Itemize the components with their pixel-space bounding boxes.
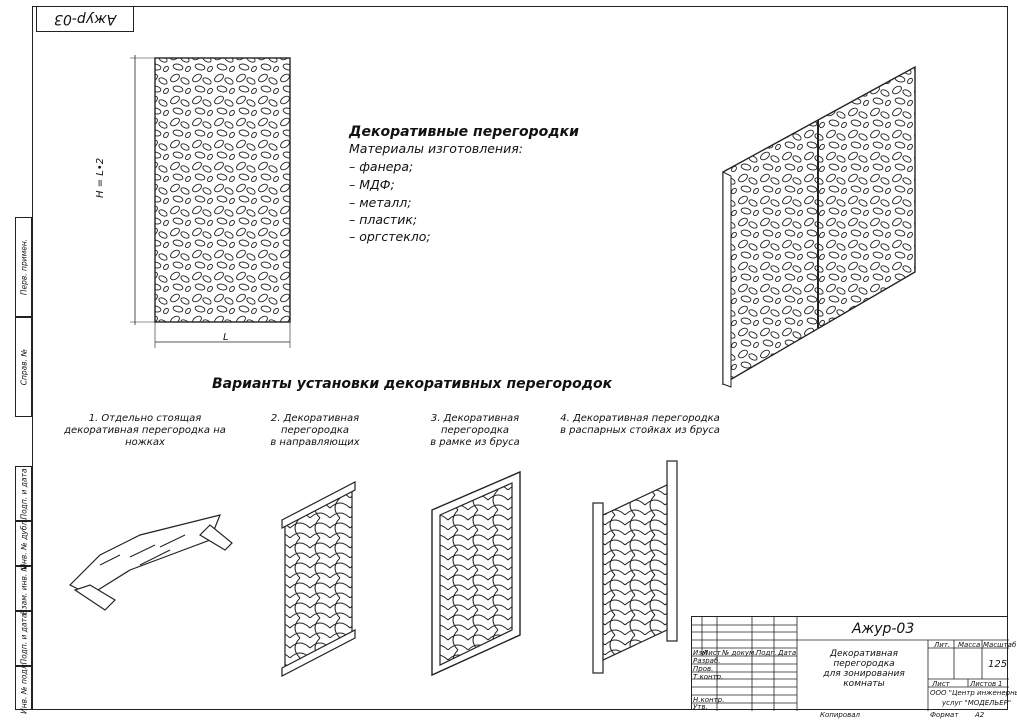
doc-code: Ажур-03 (852, 621, 915, 637)
side-box-podp2: Подп. и дата (15, 611, 32, 666)
col-izm: Изм (693, 649, 708, 657)
side-box-inv-dubl: Инв. № дубл. (15, 518, 32, 569)
drawing-frame (32, 6, 1008, 710)
org-line1: ООО "Центр инженерных (930, 689, 1017, 697)
materials-subheading: Материалы изготовления: (349, 141, 523, 156)
tkontr-label: Т.контр. (693, 673, 724, 681)
listov-value: 1 (998, 680, 1003, 688)
dimension-width: L (223, 332, 229, 343)
utv-label: Утв. (693, 703, 708, 711)
listov-label: Листов (970, 680, 997, 688)
side-box-perv: Перв. примен. (15, 217, 32, 317)
col-list: Лист (703, 649, 721, 657)
panel-isometric-view (722, 65, 916, 388)
side-box-inv-podl: Инв. № подл. (15, 662, 32, 714)
variants-heading: Варианты установки декоративных перегоро… (212, 376, 613, 392)
material-item: – фанера; (349, 159, 414, 174)
material-item: – пластик; (349, 212, 418, 227)
variant-3-frame (431, 470, 521, 677)
material-item: – металл; (349, 195, 412, 210)
list-label: Лист (932, 680, 950, 688)
col-data: Дата (778, 649, 797, 657)
side-box-podp1: Подп. и дата (15, 466, 32, 521)
col-podp: Подп. (756, 649, 778, 657)
panel-front-view (130, 55, 291, 348)
kopiroval-label: Копировал (820, 711, 860, 719)
massa-value: 125 (988, 659, 1008, 670)
variant-4-posts (592, 460, 678, 674)
variant-1-freestanding (68, 514, 233, 611)
dimension-height: H = L•2 (95, 157, 106, 198)
razrab-label: Разраб. (693, 657, 721, 665)
format-value: А2 (975, 711, 985, 719)
variant-2-rails (281, 481, 356, 677)
top-stamp: Ажур-03 (36, 6, 134, 32)
title-block: Ажур-03 Изм Лист № докум. Подп. Дата Раз… (691, 616, 1017, 711)
side-box-sprav: Справ. № (15, 317, 32, 417)
col-ndoc: № докум. (722, 649, 757, 657)
format-label: Формат (930, 711, 959, 719)
lit-label: Лит. (934, 641, 951, 649)
nkontr-label: Н.контр. (693, 696, 725, 704)
masshtab-label: Масштаб (983, 641, 1017, 649)
side-box-vzam: Взам. инв. № (15, 563, 32, 614)
prov-label: Пров. (693, 665, 714, 673)
massa-label: Масса (958, 641, 981, 649)
org-line2: услуг "МОДЕЛЬЕР" (942, 699, 1012, 707)
material-item: – МДФ; (349, 177, 395, 192)
material-item: – оргстекло; (349, 229, 431, 244)
description-heading: Декоративные перегородки (349, 124, 579, 140)
